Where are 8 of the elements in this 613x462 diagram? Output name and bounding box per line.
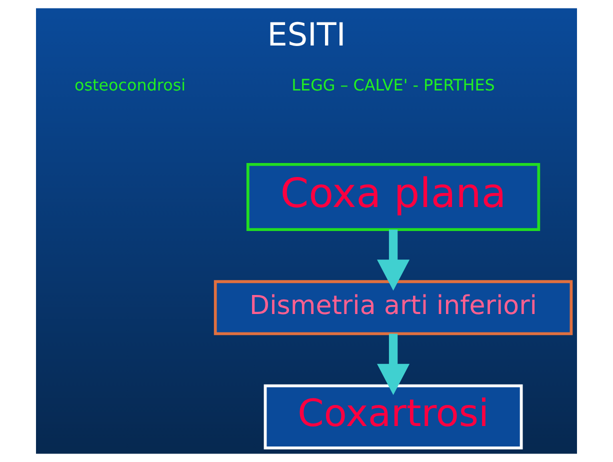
label: osteocondrosi [74, 75, 186, 94]
label: LEGG – CALVE' - PERTHES [292, 75, 495, 94]
node-box: Coxartrosi [264, 384, 523, 450]
diagram-title: ESITI [267, 15, 346, 54]
node-box: Coxa plana [246, 163, 540, 231]
arrow [377, 334, 410, 395]
arrow [377, 230, 410, 291]
node-box: Dismetria arti inferiori [214, 280, 573, 336]
